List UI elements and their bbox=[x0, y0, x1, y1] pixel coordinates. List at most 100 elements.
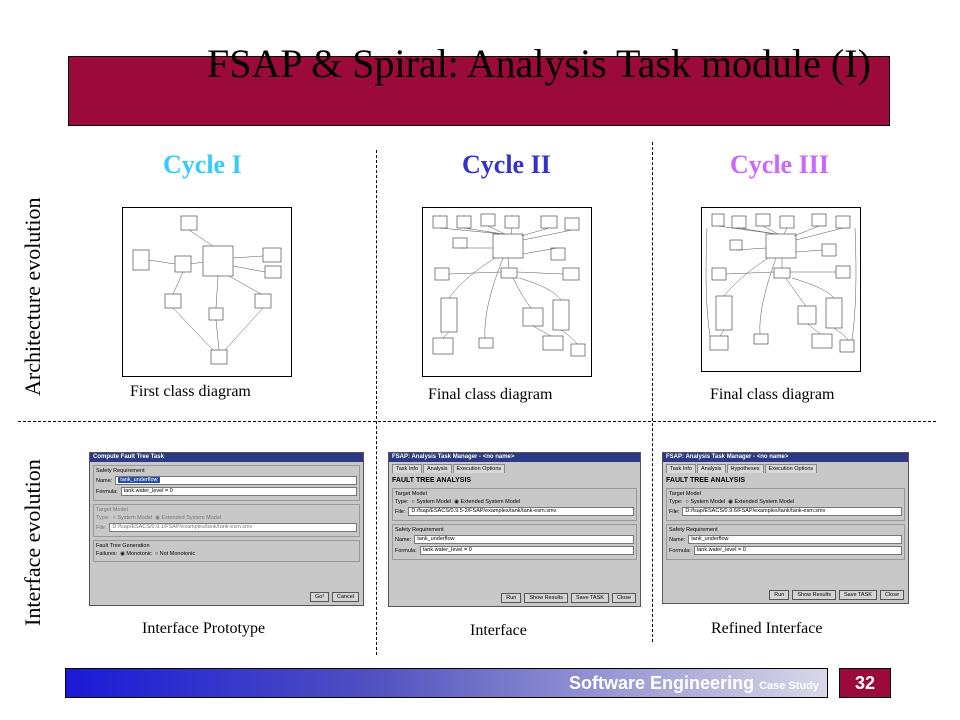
interface-prototype-screenshot: Compute Fault Tree Task Safety Requireme… bbox=[89, 452, 364, 606]
refined-formula-field[interactable]: tank.water_level = 0 bbox=[693, 546, 902, 555]
refined-show-results-button[interactable]: Show Results bbox=[792, 590, 837, 600]
refined-extended-model-label: Extended System Model bbox=[734, 499, 795, 505]
final-class-diagram-cycle-3 bbox=[701, 207, 861, 372]
interface-file-field[interactable]: D:/fsap/ESACS/0.9.5-2/FSAP/examples/tank… bbox=[408, 507, 634, 516]
title-bar bbox=[68, 56, 890, 126]
interface-run-button[interactable]: Run bbox=[501, 593, 522, 603]
refined-save-task-button[interactable]: Save TASK bbox=[839, 590, 877, 600]
interface-formula-field[interactable]: tank.water_level = 0 bbox=[419, 546, 634, 555]
prototype-radio-system[interactable]: ○ System Model bbox=[112, 515, 153, 521]
refined-name-field[interactable]: tank_underflow bbox=[688, 535, 902, 544]
prototype-target-label: Target Model bbox=[96, 507, 128, 513]
refined-formula-label: Formula: bbox=[669, 547, 691, 554]
interface-file-label: File: bbox=[395, 508, 406, 515]
prototype-name-label: Name: bbox=[96, 477, 113, 484]
refined-run-button[interactable]: Run bbox=[769, 590, 790, 600]
interface-extended-model-label: Extended System Model bbox=[460, 499, 521, 505]
refined-interface-screenshot: FSAP: Analysis Task Manager - <no name> … bbox=[662, 452, 909, 604]
page-number: 32 bbox=[839, 668, 891, 698]
refined-heading: FAULT TREE ANALYSIS bbox=[666, 477, 746, 484]
prototype-file-label: File: bbox=[96, 524, 107, 531]
interface-type-label: Type: bbox=[395, 499, 409, 505]
prototype-ftg-panel: Fault Tree Generation Failures:◉ Monoton… bbox=[93, 540, 360, 562]
interface-screenshot: FSAP: Analysis Task Manager - <no name> … bbox=[388, 452, 641, 607]
refined-window-title: FSAP: Analysis Task Manager - <no name> bbox=[663, 453, 908, 462]
interface-close-button[interactable]: Close bbox=[611, 593, 636, 603]
interface-heading: FAULT TREE ANALYSIS bbox=[392, 477, 472, 484]
interface-safety-panel: Safety Requirement Name:tank_underflow F… bbox=[392, 524, 637, 560]
refined-name-label: Name: bbox=[669, 536, 686, 543]
interface-prototype-caption: Interface Prototype bbox=[142, 620, 266, 637]
interface-target-label: Target Model bbox=[395, 491, 427, 497]
refined-radio-system[interactable]: ○ System Model bbox=[685, 499, 726, 505]
refined-system-model-label: System Model bbox=[690, 499, 726, 505]
interface-formula-label: Formula: bbox=[395, 547, 417, 554]
interface-safety-label: Safety Requirement bbox=[395, 527, 444, 533]
interface-radio-extended[interactable]: ◉ Extended System Model bbox=[454, 499, 521, 505]
interface-tab-analysis[interactable]: Analysis bbox=[423, 464, 452, 473]
interface-name-field[interactable]: tank_underflow bbox=[414, 535, 634, 544]
prototype-target-panel: Target Model Type:○ System Model◉ Extend… bbox=[93, 504, 360, 537]
prototype-name-field[interactable]: tank_underflow bbox=[118, 477, 160, 483]
interface-show-results-button[interactable]: Show Results bbox=[524, 593, 569, 603]
interface-evolution-label: Interface evolution bbox=[20, 459, 45, 626]
prototype-not-monotonic-label: Not Monotonic bbox=[159, 551, 196, 557]
final-class-diagram-caption-2: Final class diagram bbox=[428, 386, 553, 403]
refined-tab-execution-options[interactable]: Execution Options bbox=[764, 464, 818, 473]
prototype-monotonic-label: Monotonic bbox=[126, 551, 152, 557]
refined-interface-caption: Refined Interface bbox=[711, 620, 823, 637]
prototype-ftg-label: Fault Tree Generation bbox=[96, 543, 150, 549]
final-class-diagram-cycle-2 bbox=[422, 207, 592, 377]
interface-save-task-button[interactable]: Save TASK bbox=[571, 593, 609, 603]
prototype-failures-label: Failures: bbox=[96, 551, 118, 557]
prototype-safety-panel: Safety Requirement Name: tank_underflow F… bbox=[93, 465, 360, 501]
slide-title: FSAP & Spiral: Analysis Task module (I) bbox=[207, 41, 871, 86]
prototype-formula-field[interactable]: tank.water_level = 0 bbox=[120, 487, 357, 496]
cycle-3-heading: Cycle III bbox=[730, 150, 829, 179]
column-divider-2 bbox=[652, 142, 653, 642]
refined-type-label: Type: bbox=[669, 499, 683, 505]
prototype-radio-not-monotonic[interactable]: ○ Not Monotonic bbox=[154, 551, 196, 557]
prototype-safety-label: Safety Requirement bbox=[96, 468, 145, 474]
interface-tab-task-info[interactable]: Task Info bbox=[392, 464, 423, 473]
refined-safety-panel: Safety Requirement Name:tank_underflow F… bbox=[666, 524, 905, 560]
refined-target-panel: Target Model Type:○ System Model◉ Extend… bbox=[666, 488, 905, 521]
prototype-radio-monotonic[interactable]: ◉ Monotonic bbox=[120, 551, 152, 557]
refined-file-label: File: bbox=[669, 508, 680, 515]
footer-bar: Software Engineering Case Study bbox=[65, 668, 828, 698]
interface-window-title: FSAP: Analysis Task Manager - <no name> bbox=[389, 453, 640, 462]
refined-radio-extended[interactable]: ◉ Extended System Model bbox=[728, 499, 795, 505]
column-divider-1 bbox=[376, 150, 377, 655]
footer-text: Software Engineering Case Study bbox=[569, 673, 819, 694]
prototype-window-title: Compute Fault Tree Task bbox=[90, 453, 363, 462]
interface-target-panel: Target Model Type:○ System Model◉ Extend… bbox=[392, 488, 637, 521]
cycle-2-heading: Cycle II bbox=[462, 150, 551, 179]
refined-tab-hypotheses[interactable]: Hypotheses bbox=[726, 464, 764, 473]
cancel-button[interactable]: Cancel bbox=[331, 592, 359, 602]
first-class-diagram-caption: First class diagram bbox=[130, 383, 251, 400]
prototype-extended-model-label: Extended System Model bbox=[161, 515, 222, 521]
refined-close-button[interactable]: Close bbox=[879, 590, 904, 600]
footer-subtitle: Case Study bbox=[759, 680, 819, 692]
architecture-evolution-label: Architecture evolution bbox=[20, 197, 45, 396]
interface-tab-execution-options[interactable]: Execution Options bbox=[452, 464, 506, 473]
refined-target-label: Target Model bbox=[669, 491, 701, 497]
go-button[interactable]: Go! bbox=[310, 592, 329, 602]
prototype-file-field[interactable]: D:/fsap/ESACS/0.9.1/FSAP/examples/tank/t… bbox=[109, 523, 357, 532]
interface-radio-system[interactable]: ○ System Model bbox=[411, 499, 452, 505]
cycle-1-heading: Cycle I bbox=[163, 150, 242, 179]
refined-safety-label: Safety Requirement bbox=[669, 527, 718, 533]
row-divider bbox=[18, 421, 936, 422]
refined-tab-task-info[interactable]: Task Info bbox=[666, 464, 697, 473]
prototype-formula-label: Formula: bbox=[96, 488, 118, 495]
prototype-type-label: Type: bbox=[96, 515, 110, 521]
prototype-system-model-label: System Model bbox=[117, 515, 153, 521]
prototype-radio-extended[interactable]: ◉ Extended System Model bbox=[155, 515, 222, 521]
final-class-diagram-caption-3: Final class diagram bbox=[710, 386, 835, 403]
footer-course-title: Software Engineering bbox=[569, 673, 755, 693]
interface-caption: Interface bbox=[470, 622, 527, 639]
refined-tab-analysis[interactable]: Analysis bbox=[697, 464, 726, 473]
interface-name-label: Name: bbox=[395, 536, 412, 543]
interface-system-model-label: System Model bbox=[416, 499, 452, 505]
refined-file-field[interactable]: D:/fsap/ESACS/0.9.6/FSAP/examples/tank/t… bbox=[682, 507, 902, 516]
